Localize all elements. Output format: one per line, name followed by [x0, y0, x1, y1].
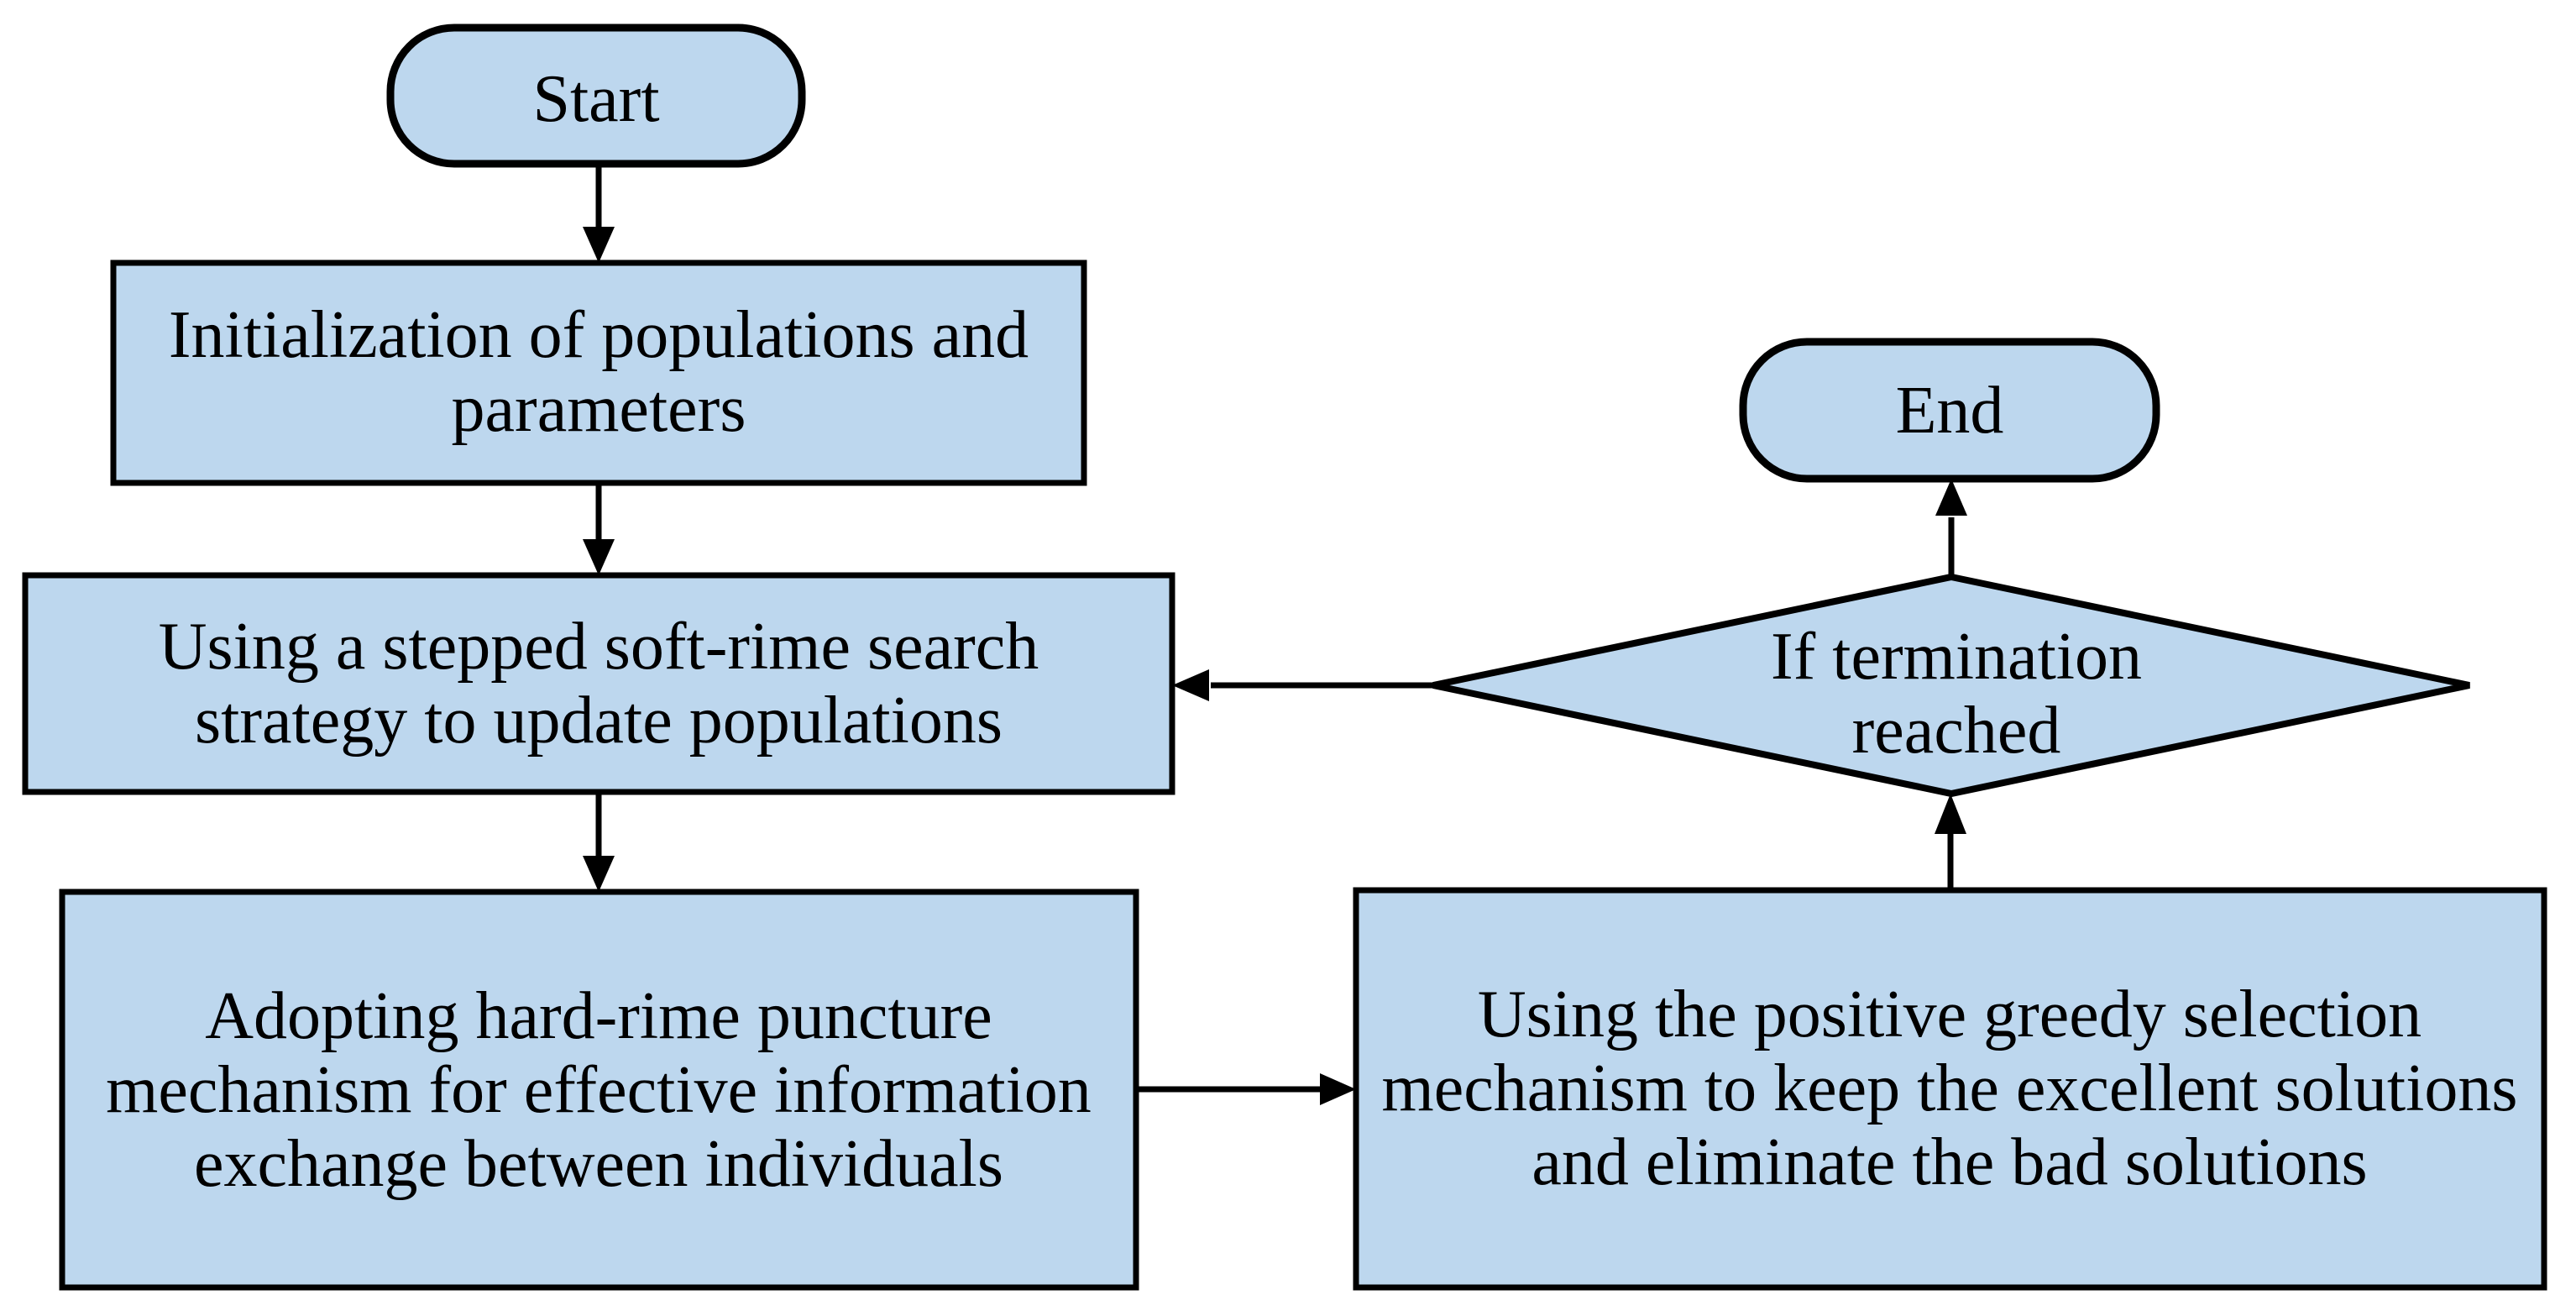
termination-decision-diamond-shape: [1432, 573, 2470, 798]
arrow-head-right-icon: [1320, 1073, 1356, 1105]
node-initialization: Initialization of populations and parame…: [110, 260, 1087, 486]
hard-rime-process-shape: [59, 889, 1139, 1291]
node-soft-rime: Using a stepped soft-rime search strateg…: [22, 572, 1175, 795]
arrow-head-down-icon: [583, 227, 615, 263]
soft-rime-label-line1: Using a stepped soft-rime search: [159, 610, 1039, 684]
arrow-head-down-icon: [583, 856, 615, 892]
edge-start-to-initialization: [583, 164, 615, 263]
node-start: Start: [386, 24, 806, 168]
edge-greedy-selection-to-decision: [1935, 794, 1966, 890]
hard-rime-label-line3: exchange between individuals: [194, 1127, 1003, 1201]
initialization-label-line1: Initialization of populations and: [169, 298, 1029, 372]
hard-rime-label-line1: Adopting hard-rime puncture: [205, 979, 992, 1053]
node-hard-rime: Adopting hard-rime puncture mechanism fo…: [59, 889, 1139, 1291]
edge-hard-rime-to-greedy-selection: [1136, 1073, 1356, 1105]
edge-decision-to-soft-rime: [1172, 669, 1433, 701]
initialization-process-shape: [110, 260, 1087, 486]
initialization-label-line2: parameters: [452, 372, 746, 446]
soft-rime-label-line2: strategy to update populations: [195, 684, 1003, 758]
node-termination-decision: If termination reached: [1432, 573, 2470, 798]
edge-initialization-to-soft-rime: [583, 483, 615, 575]
greedy-selection-label-line1: Using the positive greedy selection: [1478, 978, 2422, 1051]
greedy-selection-label-line2: mechanism to keep the excellent solution…: [1382, 1051, 2518, 1125]
end-terminator-shape: [1739, 338, 2160, 483]
termination-decision-label-line1: If termination: [1771, 620, 2142, 694]
start-label: Start: [532, 62, 659, 136]
arrow-head-up-icon: [1935, 479, 1967, 516]
arrow-head-up-icon: [1935, 794, 1966, 834]
greedy-selection-process-shape: [1353, 887, 2547, 1291]
hard-rime-label-line2: mechanism for effective information: [106, 1053, 1092, 1127]
arrow-head-down-icon: [583, 539, 615, 575]
node-greedy-selection: Using the positive greedy selection mech…: [1353, 887, 2547, 1291]
termination-decision-label-line2: reached: [1852, 694, 2061, 768]
edge-decision-to-end: [1935, 479, 1967, 577]
end-label: End: [1896, 374, 2004, 448]
greedy-selection-label-line3: and eliminate the bad solutions: [1531, 1125, 2367, 1199]
edge-soft-rime-to-hard-rime: [583, 792, 615, 892]
node-end: End: [1739, 338, 2160, 483]
arrow-head-left-icon: [1172, 669, 1209, 701]
